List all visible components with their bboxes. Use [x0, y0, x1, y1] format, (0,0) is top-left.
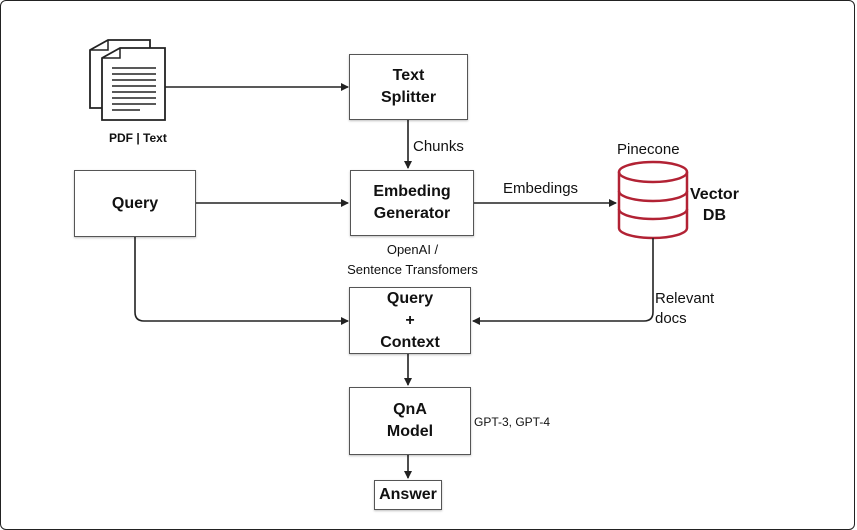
- relevant-docs-label: Relevant docs: [655, 290, 715, 327]
- qna-model-node: QnA Model: [349, 387, 471, 455]
- embedding-models-label: OpenAI / Sentence Transfomers: [347, 242, 478, 277]
- connectors: [89, 39, 689, 479]
- query-context-node: Query + Context: [349, 287, 471, 354]
- vector-db-label: Vector DB: [690, 186, 739, 224]
- document-caption: PDF | Text: [109, 131, 167, 145]
- answer-node: Answer: [374, 480, 442, 510]
- chunks-label: Chunks: [413, 138, 464, 155]
- text-splitter-node: Text Splitter: [349, 54, 468, 120]
- vector-db-cylinder-icon: [617, 160, 689, 240]
- llm-models-label: GPT-3, GPT-4: [474, 415, 551, 429]
- pinecone-label: Pinecone: [617, 141, 680, 158]
- arrow-query-to-context: [134, 237, 349, 325]
- document-icon: [89, 39, 166, 121]
- embeddings-label: Embedings: [503, 180, 579, 197]
- arrow-db-to-context: [472, 238, 654, 325]
- embedding-generator-node: Embeding Generator: [350, 170, 474, 236]
- query-node: Query: [74, 170, 196, 237]
